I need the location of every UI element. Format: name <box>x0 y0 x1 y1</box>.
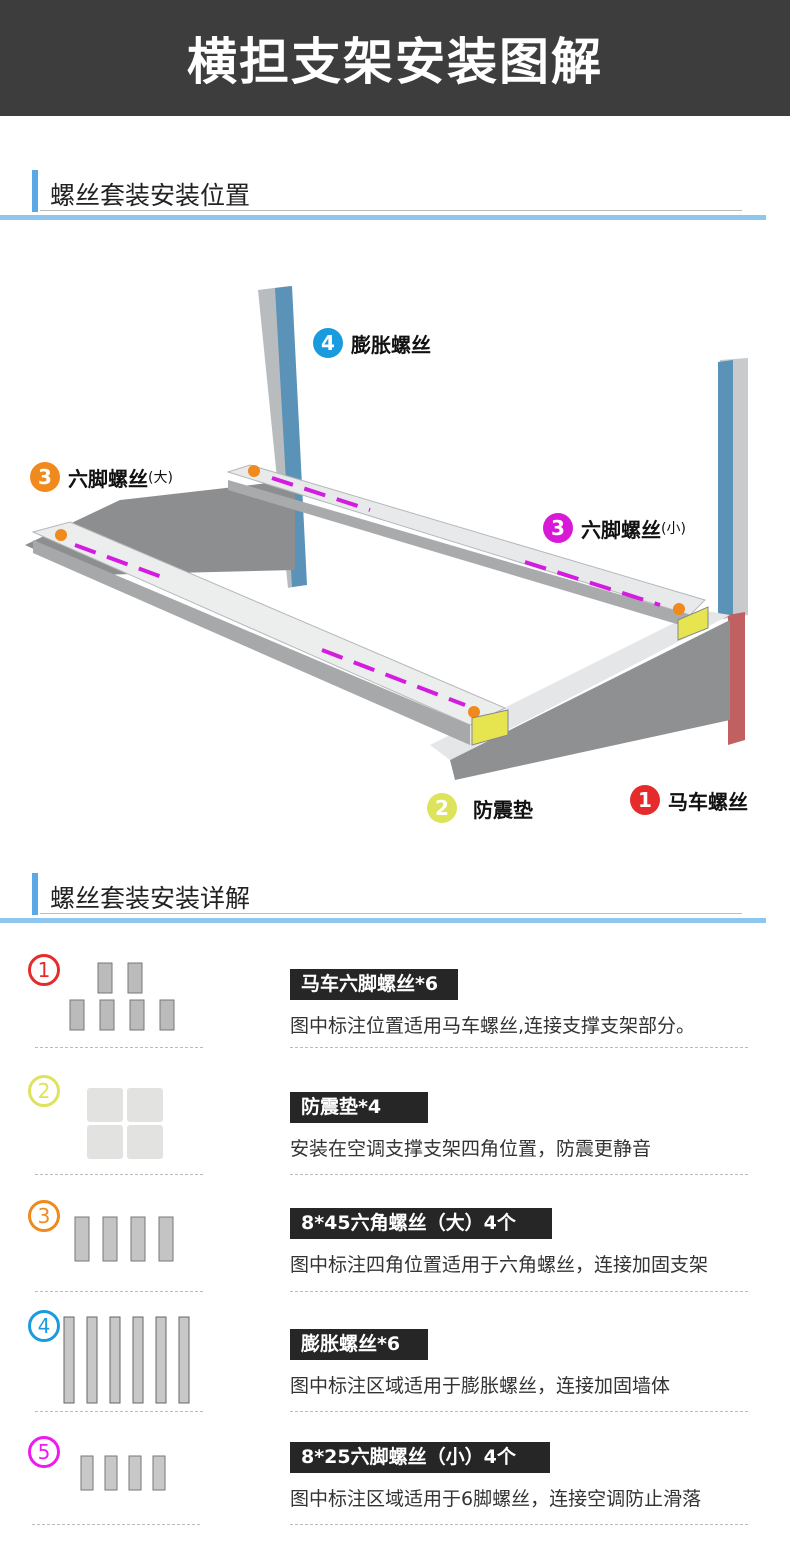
divider <box>32 1524 200 1525</box>
divider <box>35 1411 203 1412</box>
section-heading-details: 螺丝套装安装详解 <box>0 873 790 923</box>
diagram-label-hex-bolt-small: 3 六脚螺丝(小) <box>543 513 686 543</box>
carriage-bolt-image <box>69 962 175 1031</box>
diagram-label-carriage-bolt: 1 马车螺丝 <box>630 785 748 815</box>
number-badge: 3 <box>30 462 60 492</box>
label-text: 膨胀螺丝 <box>351 332 431 357</box>
heading-accent <box>32 873 38 915</box>
number-badge: 1 <box>630 785 660 815</box>
label-text: 六脚螺丝 <box>581 517 661 542</box>
diagram-label-hex-bolt-large: 3 六脚螺丝(大) <box>30 462 173 492</box>
divider <box>290 1174 748 1175</box>
section-title: 螺丝套装安装详解 <box>50 884 251 913</box>
hex-bolt-large-image <box>74 1216 174 1262</box>
label-text: 六脚螺丝 <box>68 466 148 491</box>
expansion-bolt-image <box>63 1316 190 1404</box>
divider <box>35 1174 203 1175</box>
divider <box>35 1291 203 1292</box>
divider <box>290 1291 748 1292</box>
item-description: 图中标注位置适用马车螺丝,连接支撑支架部分。 <box>290 1015 696 1037</box>
item-title: 8*25六脚螺丝（小）4个 <box>290 1442 550 1473</box>
section-title: 螺丝套装安装位置 <box>50 181 251 210</box>
item-title: 膨胀螺丝*6 <box>290 1329 428 1360</box>
divider <box>290 1047 748 1048</box>
item-title: 防震垫*4 <box>290 1092 428 1123</box>
item-description: 图中标注四角位置适用于六角螺丝，连接加固支架 <box>290 1254 709 1276</box>
divider-blue <box>0 215 766 220</box>
divider-blue <box>0 918 766 923</box>
item-number-badge: 1 <box>28 954 60 986</box>
page-header: 横担支架安装图解 <box>0 0 790 116</box>
label-text: 马车螺丝 <box>668 789 748 814</box>
divider <box>40 913 742 914</box>
diagram-label-shock-pad: 2 防震垫 <box>427 793 533 823</box>
divider <box>35 1047 203 1048</box>
item-title: 马车六脚螺丝*6 <box>290 969 458 1000</box>
number-badge: 2 <box>427 793 457 823</box>
item-number-badge: 3 <box>28 1200 60 1232</box>
page-title: 横担支架安装图解 <box>187 33 603 91</box>
label-text: 防震垫 <box>473 797 533 822</box>
diagram-label-expansion-bolt: 4 膨胀螺丝 <box>313 328 431 358</box>
label-suffix: (小) <box>661 521 686 537</box>
item-number-badge: 5 <box>28 1436 60 1468</box>
divider <box>290 1524 748 1525</box>
divider <box>40 210 742 211</box>
shock-pad-image <box>87 1088 163 1159</box>
number-badge: 4 <box>313 328 343 358</box>
item-description: 图中标注区域适用于6脚螺丝，连接空调防止滑落 <box>290 1488 702 1510</box>
item-description: 安装在空调支撑支架四角位置，防震更静音 <box>290 1138 652 1160</box>
item-number-badge: 2 <box>28 1075 60 1107</box>
heading-accent <box>32 170 38 212</box>
bracket-diagram <box>0 260 790 840</box>
hex-bolt-small-image <box>80 1455 166 1491</box>
bracket-illustration <box>25 286 748 780</box>
section-heading-position: 螺丝套装安装位置 <box>0 170 790 220</box>
item-title: 8*45六角螺丝（大）4个 <box>290 1208 552 1239</box>
label-suffix: (大) <box>148 470 173 486</box>
item-number-badge: 4 <box>28 1310 60 1342</box>
number-badge: 3 <box>543 513 573 543</box>
divider <box>290 1411 748 1412</box>
item-description: 图中标注区域适用于膨胀螺丝，连接加固墙体 <box>290 1375 671 1397</box>
